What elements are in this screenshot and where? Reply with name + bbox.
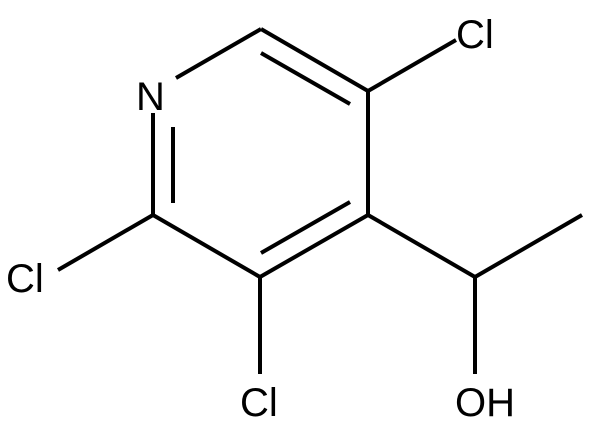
atom-label-cl-left: Cl [6, 257, 44, 301]
bond-c6-n1 [175, 27, 262, 80]
bond-c5-cl [366, 38, 458, 93]
bond-c2-c3 [151, 213, 262, 279]
atom-label-oh: OH [455, 381, 515, 425]
bond-c3-c4 [259, 213, 369, 279]
bond-c5-c6-inner [260, 51, 351, 106]
atom-label-cl-top: Cl [456, 13, 494, 57]
bond-c3-c4-inner [260, 200, 351, 255]
bond-c2-cl [56, 213, 155, 272]
substituent-bonds [56, 38, 584, 374]
bond-c4-ch [366, 213, 477, 279]
atom-label-cl-bottom: Cl [240, 381, 278, 425]
ring-bonds [151, 27, 370, 279]
bond-ch-ch3 [473, 213, 584, 279]
bond-c5-c6 [259, 27, 370, 93]
atom-labels: N Cl Cl Cl OH [6, 13, 515, 425]
atom-label-n: N [136, 75, 165, 119]
